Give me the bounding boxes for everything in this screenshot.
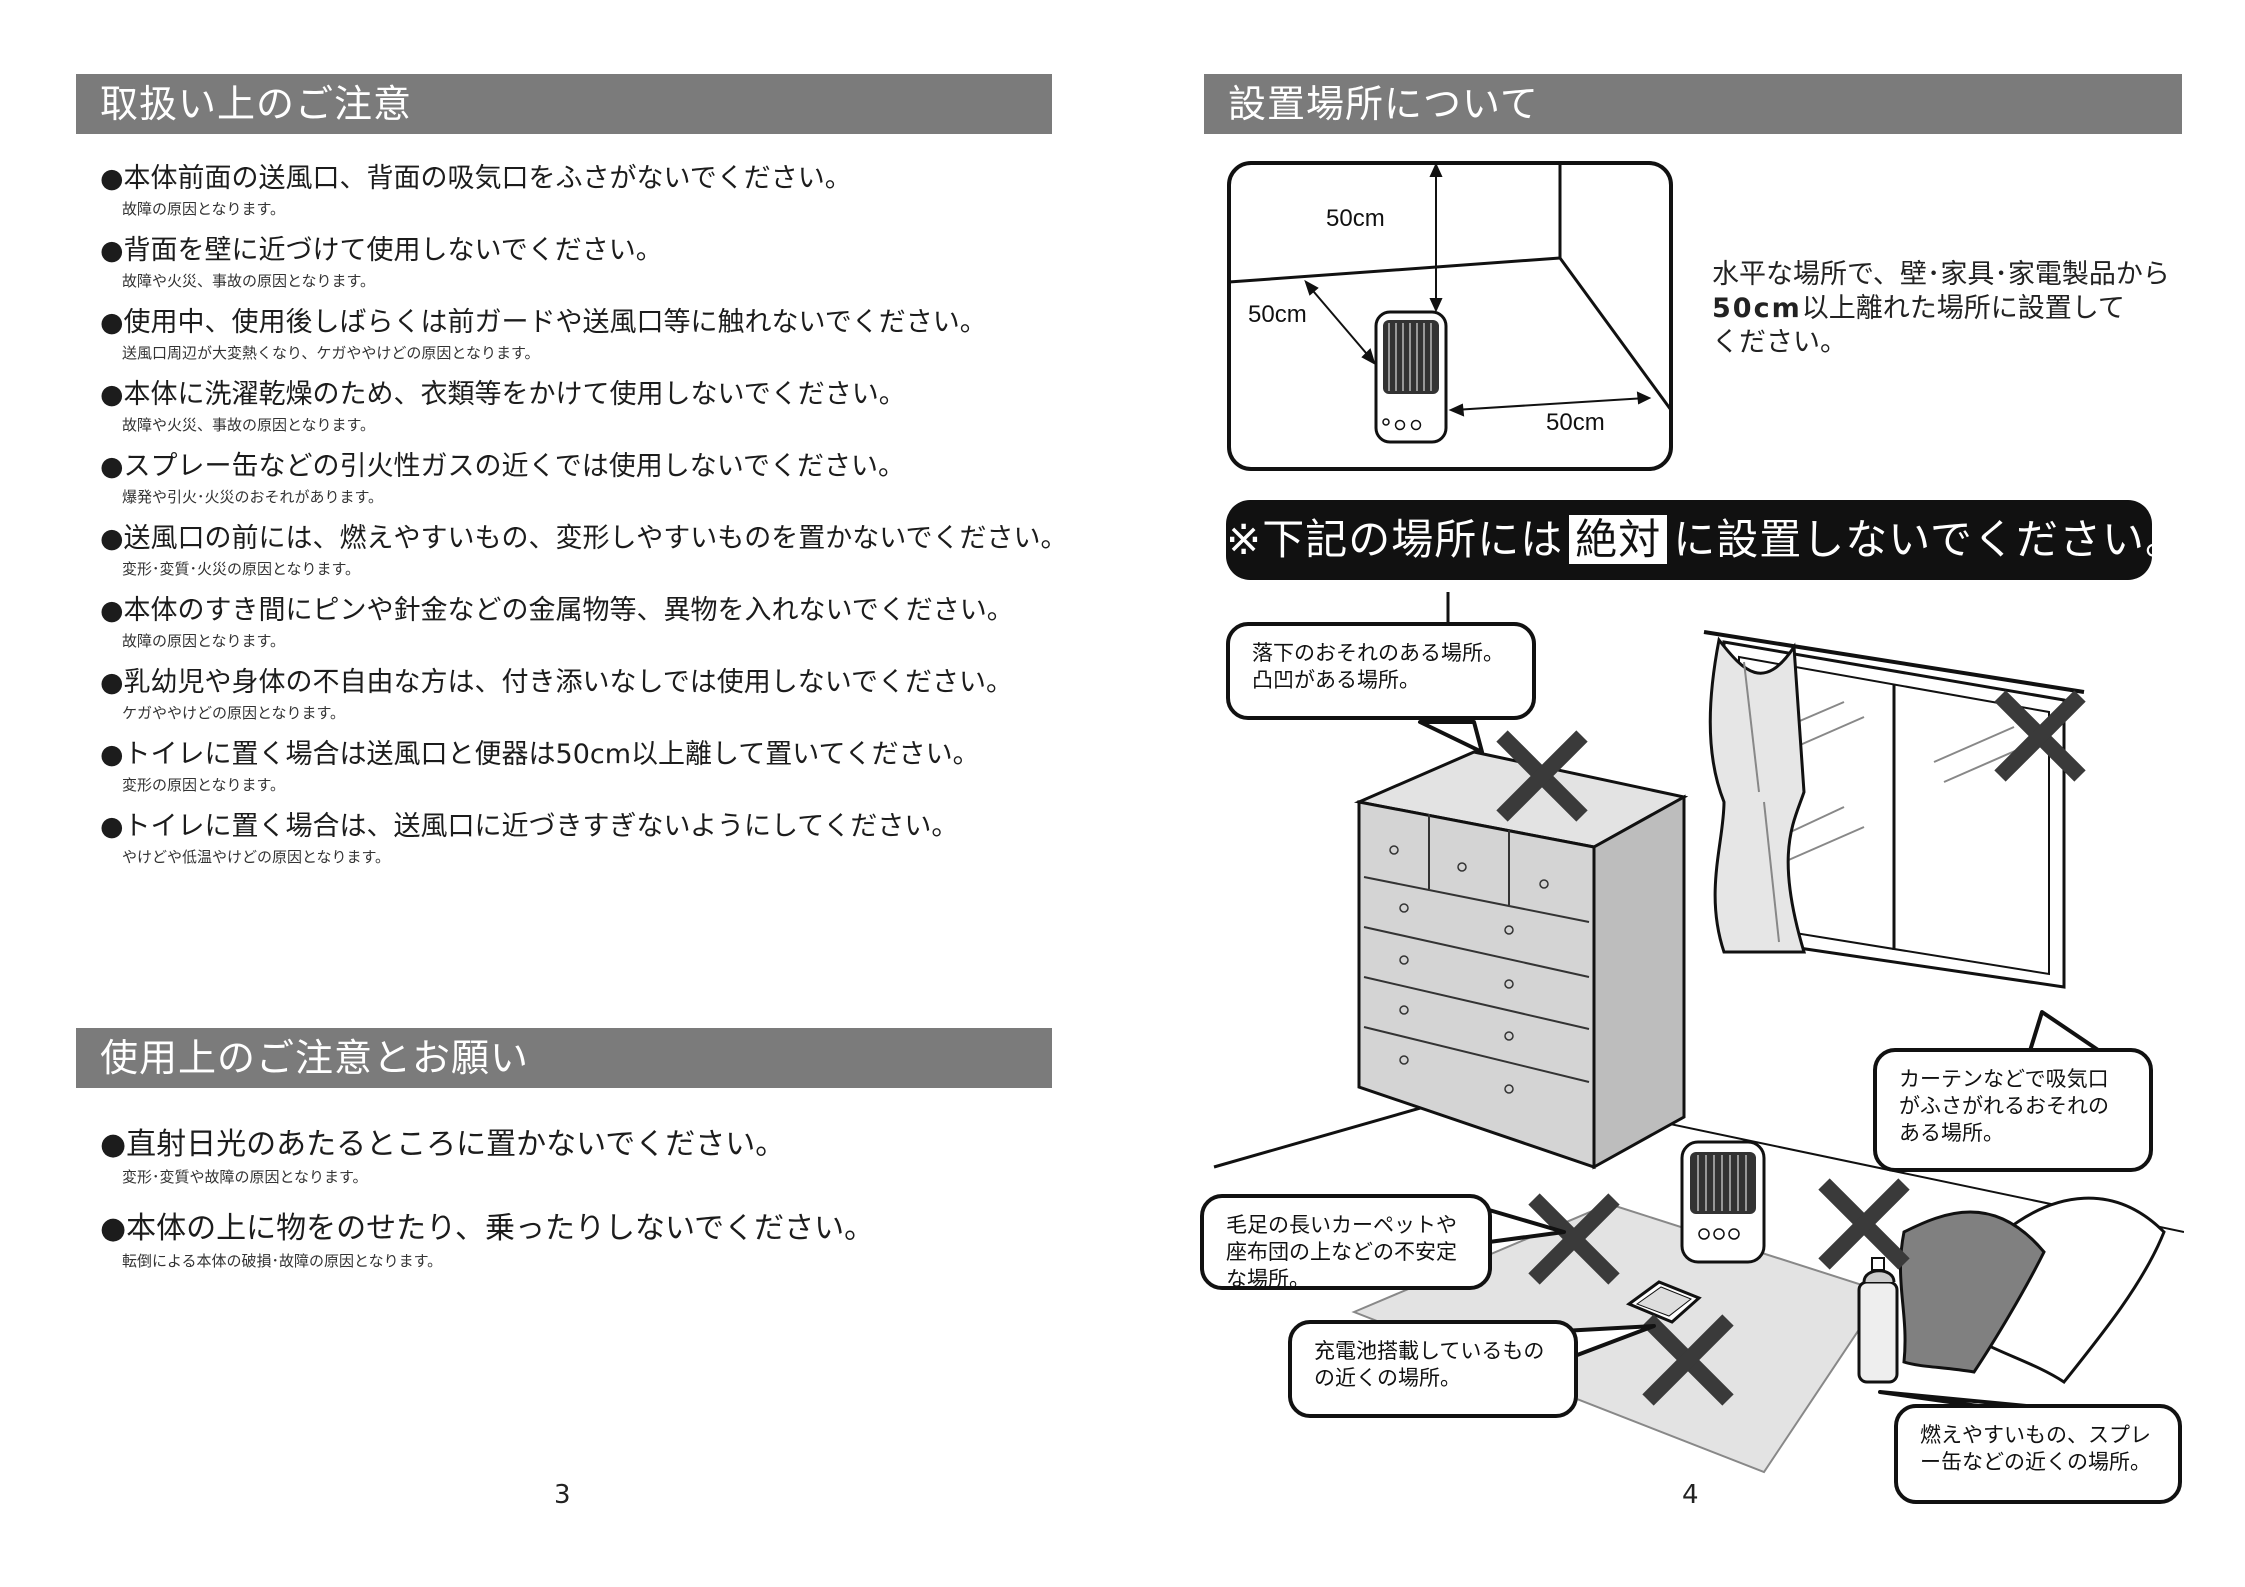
heater-icon — [1374, 310, 1448, 444]
precaution-text: ●使用中、使用後しばらくは前ガードや送風口等に触れないでください。 — [100, 307, 987, 338]
diagram-label-left: 50cm — [1248, 301, 1307, 328]
precaution-reason: 送風口周辺が大変熱くなり、ケガややけどの原因となります。 — [122, 344, 540, 362]
cross-icon — [1528, 1193, 1620, 1285]
instruction-text: 以上離れた場所に設置して — [1801, 293, 2125, 324]
precaution-reason: 変形の原因となります。 — [122, 776, 286, 794]
precaution-text: ●本体のすき間にピンや針金などの金属物等、異物を入れないでください。 — [100, 595, 1014, 626]
diagram-label-right: 50cm — [1546, 409, 1605, 436]
chest-of-drawers-icon — [1353, 750, 1689, 1170]
precaution-text: ●トイレに置く場合は、送風口に近づきすぎないようにしてください。 — [100, 811, 959, 842]
section-title-handling-precautions: 取扱い上のご注意 — [76, 74, 1052, 134]
heater-icon — [1680, 1140, 1766, 1264]
precaution-reason: やけどや低温やけどの原因となります。 — [122, 848, 391, 866]
list-item: ●スプレー缶などの引火性ガスの近くでは使用しないでください。爆発や引火･火災のお… — [100, 448, 1067, 508]
cross-icon — [1496, 730, 1588, 822]
curtain-icon — [1703, 630, 2085, 954]
precaution-reason: 故障の原因となります。 — [122, 200, 286, 218]
instruction-line: 50cm以上離れた場所に設置して — [1712, 292, 2172, 326]
spray-can-icon — [1857, 1257, 1899, 1384]
banner-text: ※下記の場所には — [1226, 515, 1564, 564]
precaution-reason: 故障や火災、事故の原因となります。 — [122, 416, 376, 434]
installation-instructions: 水平な場所で、壁･家具･家電製品から 50cm以上離れた場所に設置して ください… — [1712, 258, 2172, 360]
list-item: ●本体に洗濯乾燥のため、衣類等をかけて使用しないでください。故障や火災、事故の原… — [100, 376, 1067, 436]
list-item: ●本体前面の送風口、背面の吸気口をふさがないでください。故障の原因となります。 — [100, 160, 1067, 220]
clearance-diagram: 50cm 50cm 50cm — [1227, 161, 1673, 471]
list-item: ●背面を壁に近づけて使用しないでください。故障や火災、事故の原因となります。 — [100, 232, 1067, 292]
precaution-text: ●乳幼児や身体の不自由な方は、付き添いなしでは使用しないでください。 — [100, 667, 1013, 698]
instruction-line: 水平な場所で、壁･家具･家電製品から — [1712, 259, 2170, 290]
banner-highlight: 絶対 — [1569, 515, 1668, 564]
precaution-text: ●スプレー缶などの引火性ガスの近くでは使用しないでください。 — [100, 451, 905, 482]
list-item: ●トイレに置く場合は送風口と便器は50cm以上離して置いてください。変形の原因と… — [100, 736, 1067, 796]
floor-wall-edge — [1228, 256, 1561, 284]
precaution-text: ●本体に洗濯乾燥のため、衣類等をかけて使用しないでください。 — [100, 379, 906, 410]
list-item: ●トイレに置く場合は、送風口に近づきすぎないようにしてください。やけどや低温やけ… — [100, 808, 1067, 868]
smartphone-icon — [1625, 1280, 1702, 1324]
list-item: ●本体のすき間にピンや針金などの金属物等、異物を入れないでください。故障の原因と… — [100, 592, 1067, 652]
distance-value: 50cm — [1712, 293, 1802, 324]
section-title-usage-requests: 使用上のご注意とお願い — [76, 1028, 1052, 1088]
precaution-reason: 故障や火災、事故の原因となります。 — [122, 272, 376, 290]
request-text: ●本体の上に物をのせたり、乗ったりしないでください。 — [100, 1211, 875, 1246]
precaution-text: ●背面を壁に近づけて使用しないでください。 — [100, 235, 663, 266]
precaution-reason: 故障の原因となります。 — [122, 632, 286, 650]
bubble-carpet: 毛足の長いカーペットや座布団の上などの不安定な場所。 — [1200, 1194, 1492, 1291]
list-item: ●乳幼児や身体の不自由な方は、付き添いなしでは使用しないでください。ケガややけど… — [100, 664, 1067, 724]
precaution-text: ●トイレに置く場合は送風口と便器は50cm以上離して置いてください。 — [100, 739, 980, 770]
instruction-line: ください。 — [1712, 327, 1847, 358]
banner-text: に設置しないでください。 — [1673, 515, 2188, 564]
list-item: ●使用中、使用後しばらくは前ガードや送風口等に触れないでください。送風口周辺が大… — [100, 304, 1067, 364]
bubble-flammable: 燃えやすいもの、スプレー缶などの近くの場所。 — [1894, 1404, 2182, 1504]
list-item: ●送風口の前には、燃えやすいもの、変形しやすいものを置かないでください。変形･変… — [100, 520, 1067, 580]
precaution-reason: ケガややけどの原因となります。 — [122, 704, 346, 722]
precaution-reason: 変形･変質･火災の原因となります。 — [122, 560, 361, 578]
request-text: ●直射日光のあたるところに置かないでください。 — [100, 1127, 786, 1162]
usage-requests-list: ●直射日光のあたるところに置かないでください。変形･変質や故障の原因となります。… — [100, 1124, 874, 1284]
list-item: ●本体の上に物をのせたり、乗ったりしないでください。転倒による本体の破損･故障の… — [100, 1208, 874, 1272]
section-title-installation: 設置場所について — [1204, 74, 2182, 134]
cross-icon — [1994, 690, 2086, 782]
diagram-label-top: 50cm — [1326, 205, 1385, 232]
request-reason: 転倒による本体の破損･故障の原因となります。 — [122, 1252, 443, 1270]
request-reason: 変形･変質や故障の原因となります。 — [122, 1168, 368, 1186]
cross-icon — [1818, 1178, 1910, 1270]
precaution-text: ●送風口の前には、燃えやすいもの、変形しやすいものを置かないでください。 — [100, 523, 1068, 554]
bubble-fall-risk: 落下のおそれのある場所。凸凹がある場所。 — [1226, 622, 1536, 720]
page-number: 3 — [554, 1480, 571, 1510]
bubble-battery: 充電池搭載しているものの近くの場所。 — [1288, 1320, 1578, 1418]
warning-banner: ※下記の場所には絶対に設置しないでください。 — [1226, 500, 2187, 580]
precaution-reason: 爆発や引火･火災のおそれがあります。 — [122, 488, 384, 506]
page-number: 4 — [1682, 1480, 1699, 1510]
cross-icon — [1642, 1314, 1734, 1406]
prohibited-marks — [1496, 690, 2086, 1406]
left-page: 取扱い上のご注意 ●本体前面の送風口、背面の吸気口をふさがないでください。故障の… — [0, 0, 1122, 1587]
clearance-arrows — [1304, 162, 1652, 417]
precaution-text: ●本体前面の送風口、背面の吸気口をふさがないでください。 — [100, 163, 852, 194]
side-wall-edge — [1558, 257, 1673, 411]
bubble-curtain: カーテンなどで吸気口がふさがれるおそれのある場所。 — [1873, 1048, 2153, 1172]
cushion-icon — [1898, 1196, 2166, 1385]
handling-precautions-list: ●本体前面の送風口、背面の吸気口をふさがないでください。故障の原因となります。 … — [100, 160, 1067, 880]
list-item: ●直射日光のあたるところに置かないでください。変形･変質や故障の原因となります。 — [100, 1124, 874, 1188]
